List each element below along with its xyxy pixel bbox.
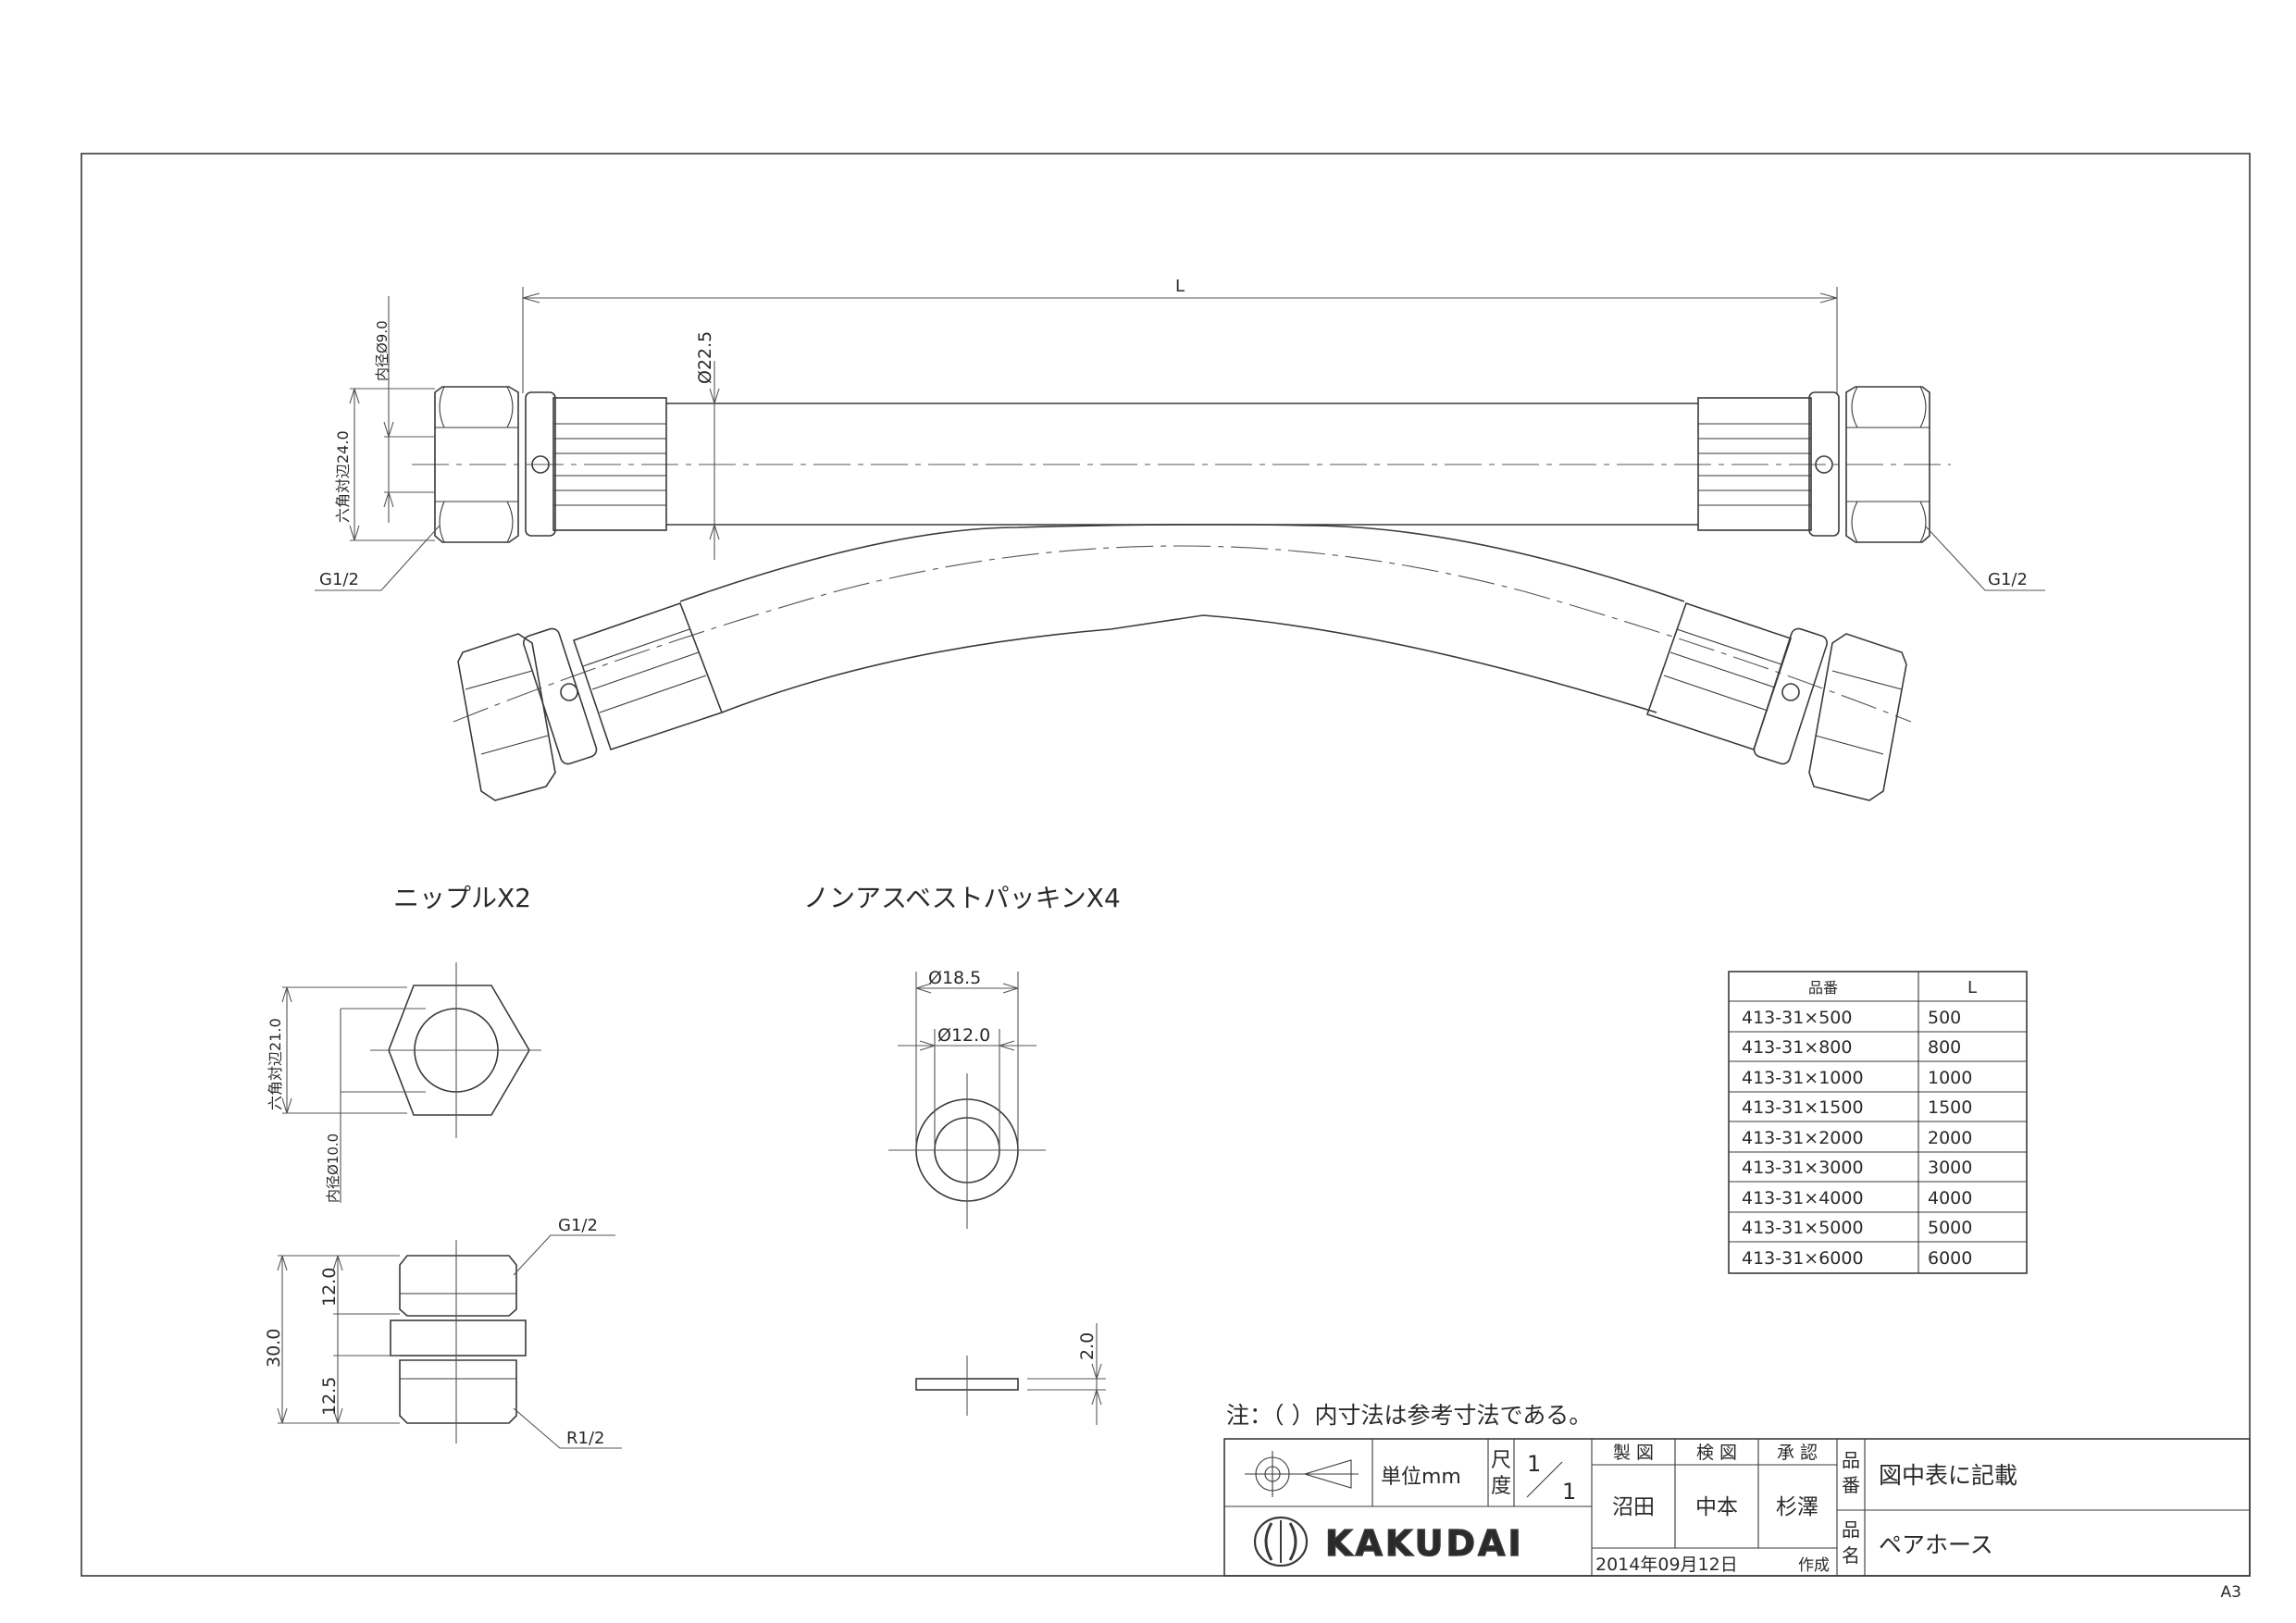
nipple-thread-top: G1/2 <box>558 1216 598 1235</box>
svg-text:413-31×2000: 413-31×2000 <box>1742 1128 1864 1148</box>
svg-text:413-31×1000: 413-31×1000 <box>1742 1068 1864 1088</box>
packing-detail: ノンアスベストパッキンX4 Ø18.5 Ø12.0 2.0 <box>803 883 1121 1425</box>
table-row: 413-31×6000 6000 <box>1742 1248 1972 1269</box>
table-row: 413-31×1000 1000 <box>1742 1068 1972 1088</box>
dim-L-label: L <box>1175 277 1185 296</box>
svg-text:1500: 1500 <box>1928 1097 1972 1118</box>
thread-label-right: G1/2 <box>1988 570 2028 589</box>
projection-symbol-icon <box>1245 1451 1359 1497</box>
dim-hose-diameter: Ø22.5 <box>695 331 715 384</box>
straight-hose-drawing: L Ø22.5 六角対辺24.0 内径Ø9.0 G1/2 G1/2 <box>315 277 2045 591</box>
scale-label-2: 度 <box>1491 1475 1511 1498</box>
name-label-2: 名 <box>1842 1544 1860 1567</box>
svg-text:4000: 4000 <box>1928 1188 1972 1208</box>
nipple-dim-hex: 六角対辺21.0 <box>267 1018 284 1110</box>
nipple-thread-bottom: R1/2 <box>566 1429 604 1448</box>
svg-text:1000: 1000 <box>1928 1068 1972 1088</box>
part-no-value: 図中表に記載 <box>1879 1462 2017 1489</box>
product-name: ペアホース <box>1879 1531 1993 1558</box>
table-row: 413-31×4000 4000 <box>1742 1188 1972 1208</box>
svg-text:6000: 6000 <box>1928 1248 1972 1269</box>
scale-label-1: 尺 <box>1491 1449 1511 1472</box>
svg-text:413-31×6000: 413-31×6000 <box>1742 1248 1864 1269</box>
dim-bore-diameter: 内径Ø9.0 <box>374 320 391 381</box>
svg-text:5000: 5000 <box>1928 1218 1972 1238</box>
bent-hose-drawing <box>453 524 1912 801</box>
svg-text:2000: 2000 <box>1928 1128 1972 1148</box>
packing-title: ノンアスベストパッキンX4 <box>803 883 1121 913</box>
table-row: 413-31×3000 3000 <box>1742 1158 1972 1178</box>
created-label: 作成 <box>1798 1556 1830 1575</box>
part-no-label-1: 品 <box>1842 1449 1860 1471</box>
created-date: 2014年09月12日 <box>1595 1555 1738 1575</box>
approved-by: 杉澤 <box>1776 1495 1818 1519</box>
checked-label: 検 図 <box>1696 1443 1737 1463</box>
table-header-part: 品番 <box>1808 979 1838 997</box>
nipple-title: ニップルX2 <box>393 883 531 913</box>
svg-text:413-31×500: 413-31×500 <box>1742 1008 1852 1028</box>
title-block: 注：（ ）内寸法は参考寸法である。 単位mm 尺 度 1 1 製 図 検 図 承 <box>1223 1402 2251 1577</box>
nipple-dim-upper: 12.0 <box>319 1268 340 1307</box>
svg-text:413-31×1500: 413-31×1500 <box>1742 1097 1864 1118</box>
scale-denominator: 1 <box>1562 1479 1576 1505</box>
svg-text:800: 800 <box>1928 1037 1961 1058</box>
sheet-size-label: A3 <box>2221 1583 2241 1602</box>
table-header-L: L <box>1967 978 1977 997</box>
reference-note: 注：（ ）内寸法は参考寸法である。 <box>1226 1402 1592 1429</box>
table-row: 413-31×800 800 <box>1742 1037 1961 1058</box>
kakudai-logo-icon <box>1253 1516 1309 1567</box>
drafted-label: 製 図 <box>1613 1443 1654 1463</box>
approved-label: 承 認 <box>1777 1443 1818 1463</box>
nipple-dim-total: 30.0 <box>264 1329 284 1368</box>
packing-dim-thickness: 2.0 <box>1077 1332 1098 1360</box>
unit-label: 単位mm <box>1381 1466 1461 1489</box>
thread-label-left: G1/2 <box>319 570 359 589</box>
drawing-frame <box>81 153 2251 1577</box>
svg-text:500: 500 <box>1928 1008 1961 1028</box>
nipple-dim-lower: 12.5 <box>319 1377 340 1416</box>
part-no-label-2: 番 <box>1842 1474 1860 1496</box>
svg-text:3000: 3000 <box>1928 1158 1972 1178</box>
packing-dim-inner: Ø12.0 <box>937 1025 990 1046</box>
table-row: 413-31×2000 2000 <box>1742 1128 1972 1148</box>
svg-text:413-31×3000: 413-31×3000 <box>1742 1158 1864 1178</box>
table-row: 413-31×500 500 <box>1742 1008 1961 1028</box>
svg-text:413-31×800: 413-31×800 <box>1742 1037 1852 1058</box>
svg-text:413-31×4000: 413-31×4000 <box>1742 1188 1864 1208</box>
svg-text:413-31×5000: 413-31×5000 <box>1742 1218 1864 1238</box>
nipple-dim-bore: 内径Ø10.0 <box>325 1134 341 1203</box>
drafted-by: 沼田 <box>1612 1495 1655 1519</box>
table-row: 413-31×1500 1500 <box>1742 1097 1972 1118</box>
packing-dim-outer: Ø18.5 <box>928 968 981 988</box>
nipple-detail: ニップルX2 六角対辺21.0 内径Ø10.0 30.0 12.0 <box>264 883 622 1449</box>
size-table: 品番 L 413-31×500 500 413-31×800 800 413-31×… <box>1728 971 2028 1274</box>
scale-numerator: 1 <box>1527 1451 1541 1477</box>
checked-by: 中本 <box>1695 1495 1738 1519</box>
table-row: 413-31×5000 5000 <box>1742 1218 1972 1238</box>
name-label-1: 品 <box>1842 1518 1860 1541</box>
dim-hex-width: 六角対辺24.0 <box>334 430 352 523</box>
brand-name: KAKUDAI <box>1325 1523 1524 1564</box>
